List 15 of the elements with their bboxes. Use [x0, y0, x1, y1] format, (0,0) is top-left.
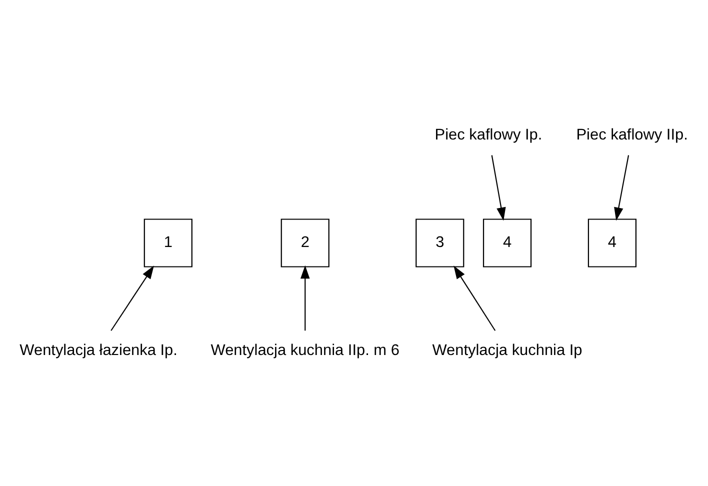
node-text: Piec kaflowy Ip.: [434, 126, 542, 144]
arrow: [300, 265, 310, 331]
node-box: 2: [280, 218, 330, 268]
node-box: 4: [588, 218, 636, 268]
node-box: 4: [482, 218, 532, 268]
node-text: Wentylacja łazienka Ip.: [20, 342, 178, 359]
node-box: 3: [416, 218, 464, 268]
arrow: [491, 155, 506, 221]
node-text: Piec kaflowy IIp.: [576, 126, 688, 144]
arrow: [454, 266, 496, 331]
node-text: Wentylacja kuchnia IIp. m 6: [210, 342, 400, 359]
node-text: Wentylacja kuchnia Ip: [432, 342, 582, 359]
node-box: 1: [144, 218, 192, 268]
arrow: [110, 266, 154, 331]
arrow: [614, 155, 630, 221]
